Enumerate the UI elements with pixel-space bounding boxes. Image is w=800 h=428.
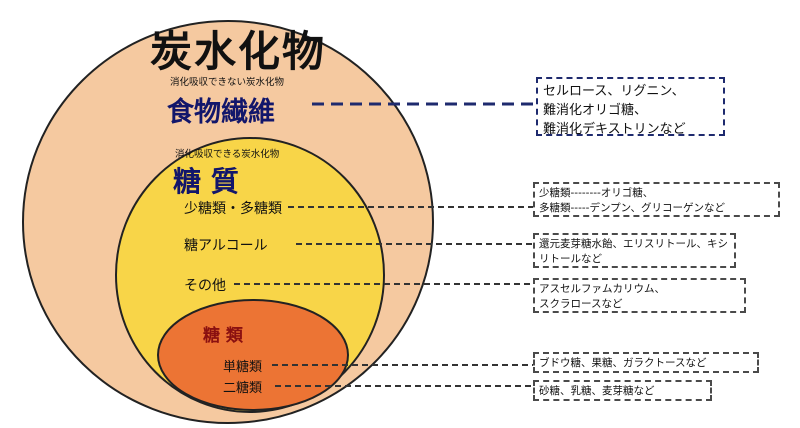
sugar-title: 糖 質 [173,165,239,198]
sugar-alcohol-examples-box: 還元麦芽糖水飴、エリスリトール、キシ リトールなど [533,233,736,268]
monosaccharide-examples-box: ブドウ糖、果糖、ガラクトースなど [533,352,759,373]
carbohydrate-title: 炭水化物 [150,27,327,76]
fiber-title: 食物繊維 [167,97,275,128]
item-monosaccharide: 単糖類 [223,360,263,375]
item-sugar-alcohol: 糖アルコール [184,238,268,254]
sugar-note: 消化吸収できる炭水化物 [175,149,280,160]
other-examples-box: アスセルファムカリウム、 スクラロースなど [533,278,746,313]
inner-circle-sugar-types [157,299,349,411]
fiber-note: 消化吸収できない炭水化物 [170,77,285,88]
disaccharide-examples-box: 砂糖、乳糖、麦芽糖など [533,380,712,401]
sugar-types-title: 糖 類 [203,326,243,346]
item-disaccharide: 二糖類 [223,381,263,396]
item-other: その他 [184,278,226,294]
fiber-examples-box: セルロース、リグニン、 難消化オリゴ糖、 難消化デキストリンなど [536,77,725,136]
item-oligo-poly: 少糖類・多糖類 [184,201,282,217]
oligo-examples-box: 少糖類--------オリゴ糖、 多糖類-----デンプン、グリコーゲンなど [533,182,780,217]
